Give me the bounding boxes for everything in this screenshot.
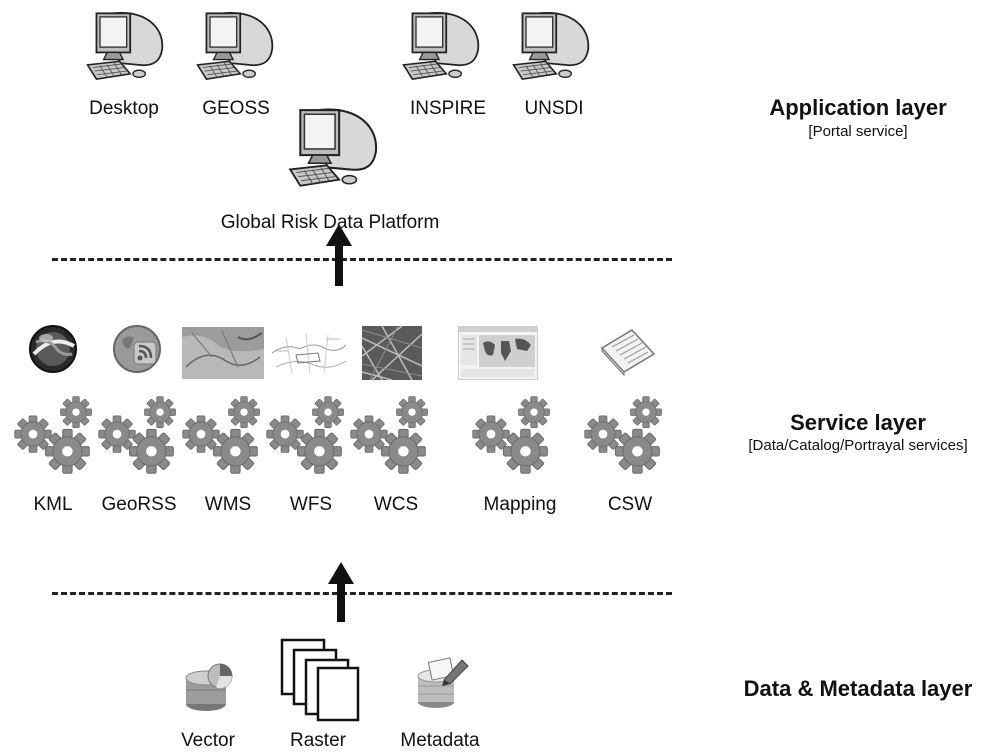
up-arrow-icon — [326, 224, 352, 286]
database-icon — [185, 663, 233, 711]
platform-label: Global Risk Data Platform — [220, 212, 440, 233]
service-layer-subtitle: [Data/Catalog/Portrayal services] — [748, 437, 968, 454]
computer-icon — [510, 8, 590, 88]
vector-map-icon — [266, 327, 350, 379]
service-label-georss: GeoRSS — [101, 494, 177, 515]
service-label-wcs: WCS — [373, 494, 419, 515]
up-arrow-icon — [328, 562, 354, 622]
gear-icon — [10, 394, 100, 480]
application-layer-title: Application layer — [769, 95, 947, 120]
gear-icon — [346, 394, 436, 480]
data-label-raster: Raster — [290, 730, 346, 751]
gear-icon — [94, 394, 184, 480]
client-label-geoss: GEOSS — [202, 98, 270, 119]
computer-icon — [286, 104, 378, 196]
service-label-wfs: WFS — [289, 494, 333, 515]
gear-icon — [468, 394, 558, 480]
data-layer-title: Data & Metadata layer — [743, 676, 973, 701]
service-label-wms: WMS — [204, 494, 252, 515]
gear-icon — [262, 394, 352, 480]
globe-icon — [29, 325, 77, 373]
layer-divider — [52, 592, 672, 595]
gear-icon — [178, 394, 268, 480]
data-label-metadata: Metadata — [400, 730, 480, 751]
document-icon — [600, 329, 656, 376]
stacked-pages-icon — [280, 638, 360, 722]
client-label-unsdi: UNSDI — [524, 98, 584, 119]
client-label-inspire: INSPIRE — [409, 98, 487, 119]
service-label-mapping: Mapping — [483, 494, 557, 515]
computer-icon — [194, 8, 274, 88]
computer-icon — [400, 8, 480, 88]
web-map-icon — [458, 326, 538, 380]
service-layer-title: Service layer — [790, 410, 926, 435]
gear-icon — [580, 394, 670, 480]
raster-map-icon — [362, 326, 422, 380]
rss-icon — [113, 325, 161, 373]
map-thumbnail-icon — [182, 327, 264, 379]
computer-icon — [84, 8, 164, 88]
service-label-csw: CSW — [607, 494, 653, 515]
database-pencil-icon — [417, 657, 469, 708]
application-layer-subtitle: [Portal service] — [808, 123, 908, 140]
service-label-kml: KML — [33, 494, 73, 515]
client-label-desktop: Desktop — [89, 98, 159, 119]
data-label-vector: Vector — [181, 730, 235, 751]
layer-divider — [52, 258, 672, 261]
